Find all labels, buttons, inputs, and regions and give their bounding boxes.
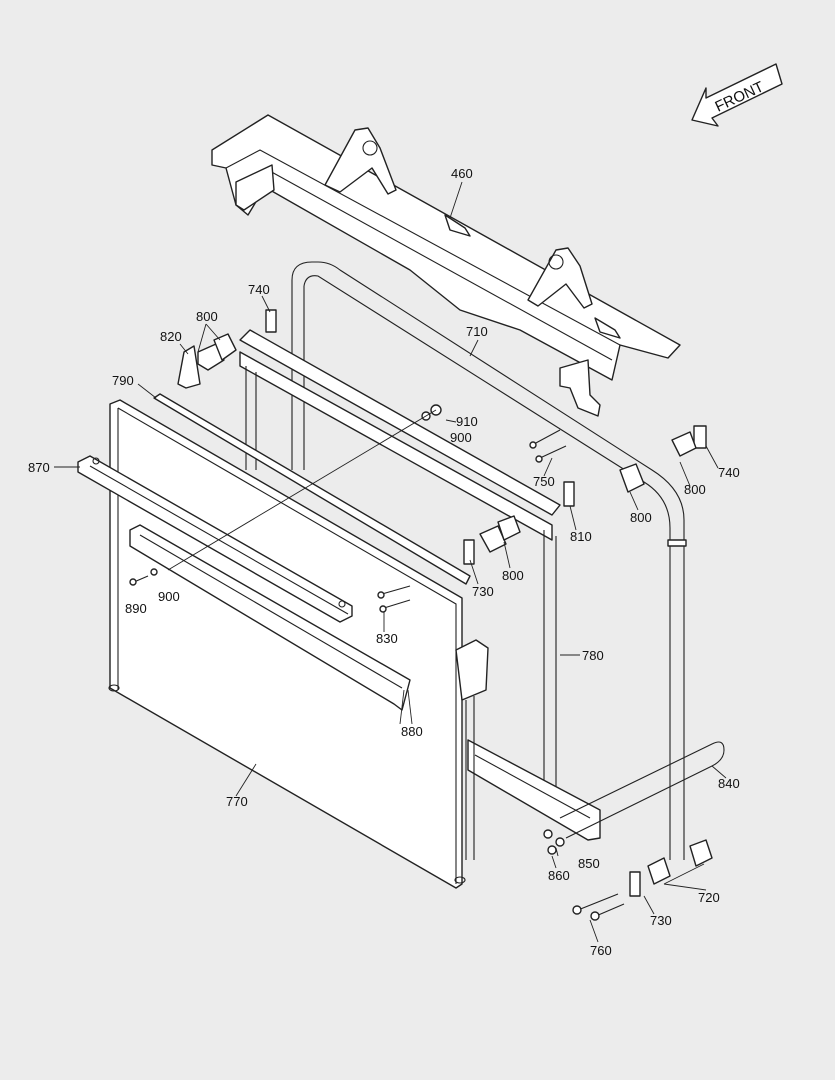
callout-780: 780 [582, 648, 604, 663]
callout-800a: 800 [196, 309, 218, 324]
callout-740b: 740 [718, 465, 740, 480]
callout-730b: 730 [650, 913, 672, 928]
bracket-820 [177, 333, 237, 389]
callout-740a: 740 [248, 282, 270, 297]
washer-850b [555, 837, 565, 847]
callout-870: 870 [28, 460, 50, 475]
callout-830: 830 [376, 631, 398, 646]
u-bolt-840 [559, 741, 725, 839]
clamp-720 [647, 839, 713, 885]
callout-820: 820 [160, 329, 182, 344]
upper-frame-460 [211, 114, 681, 417]
callout-790: 790 [112, 373, 134, 388]
bolt-760 [572, 893, 625, 921]
callout-810: 810 [570, 529, 592, 544]
callout-890: 890 [125, 601, 147, 616]
callout-800c: 800 [630, 510, 652, 525]
clamp-800-center-b [497, 515, 521, 541]
callout-800d: 800 [502, 568, 524, 583]
leader-lines [54, 181, 727, 943]
callout-840: 840 [718, 776, 740, 791]
callout-860: 860 [548, 868, 570, 883]
seal-strip-790 [153, 393, 471, 585]
callout-800b: 800 [684, 482, 706, 497]
plate-730-center [463, 539, 475, 565]
callout-850: 850 [578, 856, 600, 871]
nut-860 [547, 845, 557, 855]
clamp-800-right [619, 463, 645, 493]
callout-910: 910 [456, 414, 478, 429]
callout-880: 880 [401, 724, 423, 739]
clamp-740-right [671, 425, 707, 457]
plate-730-bottom [629, 871, 641, 897]
washer-850 [543, 829, 553, 839]
callout-900b: 900 [158, 589, 180, 604]
callout-730a: 730 [472, 584, 494, 599]
plate-740-left [265, 309, 277, 333]
callout-770: 770 [226, 794, 248, 809]
pipe-710 [291, 261, 687, 860]
front-arrow-icon: FRONT [691, 63, 783, 127]
callout-710: 710 [466, 324, 488, 339]
bolt-890 [129, 568, 158, 586]
callout-750: 750 [533, 474, 555, 489]
callout-900a: 900 [450, 430, 472, 445]
callout-720: 720 [698, 890, 720, 905]
bolt-830 [377, 585, 411, 613]
callout-460: 460 [451, 166, 473, 181]
clamp-800-center [479, 525, 507, 553]
callout-760: 760 [590, 943, 612, 958]
bolt-750 [529, 429, 567, 463]
plate-810 [563, 481, 575, 507]
